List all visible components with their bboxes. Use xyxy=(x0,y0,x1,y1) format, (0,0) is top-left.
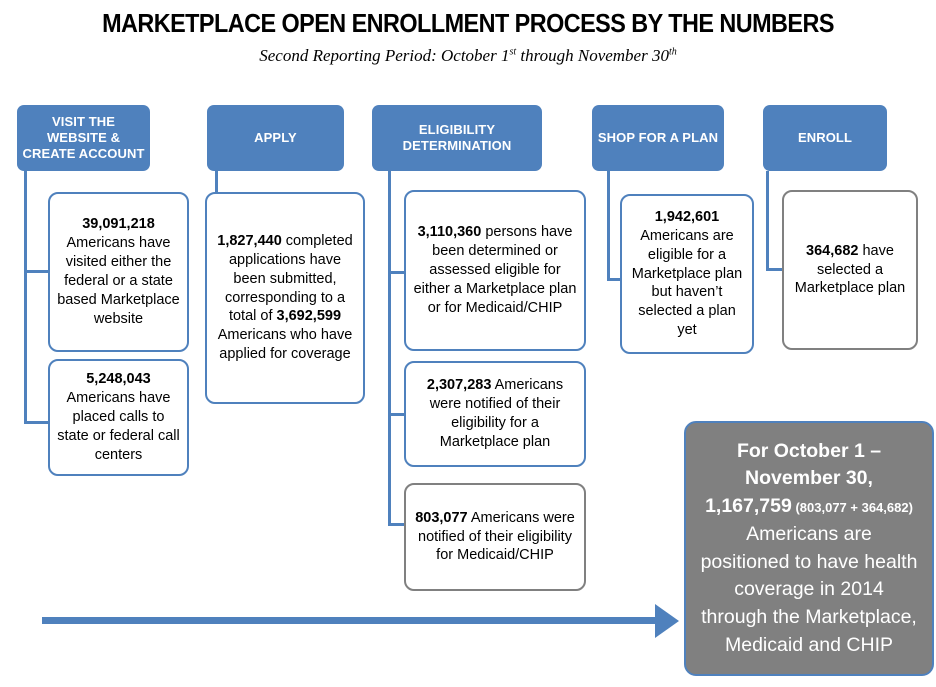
card-placed-calls-number: 5,248,043 xyxy=(86,371,151,388)
connector-enroll-branch xyxy=(766,268,788,271)
summary-lead: For October 1 – November 30, 1,167,759 xyxy=(705,439,882,518)
card-determined-eligible[interactable]: 3,110,360 persons have been determined o… xyxy=(404,190,586,351)
connector-eligibility-branch-2 xyxy=(388,413,410,416)
connector-apply-vertical xyxy=(215,171,218,193)
summary-panel[interactable]: For October 1 – November 30, 1,167,759 (… xyxy=(684,421,934,676)
connector-eligibility-branch-1 xyxy=(388,271,410,274)
card-notified-medicaid-text: Americans were notified of their eligibi… xyxy=(418,509,575,564)
card-determined-eligible-text: persons have been determined or assessed… xyxy=(413,224,577,316)
card-visited-website-text: Americans have visited either the federa… xyxy=(57,235,180,327)
card-selected-plan[interactable]: 364,682 have selected a Marketplace plan xyxy=(782,190,918,350)
connector-visit-vertical xyxy=(24,171,27,424)
stage-header-enroll[interactable]: ENROLL xyxy=(763,105,887,171)
card-selected-plan-text: have selected a Marketplace plan xyxy=(794,242,906,297)
connector-visit-branch-2 xyxy=(24,421,50,424)
connector-visit-branch-1 xyxy=(24,270,50,273)
card-notified-medicaid[interactable]: 803,077 Americans were notified of their… xyxy=(404,483,586,591)
stage-header-apply[interactable]: APPLY xyxy=(207,105,344,171)
card-eligible-not-selected[interactable]: 1,942,601 Americans are eligible for a M… xyxy=(620,194,754,354)
connector-enroll-vertical xyxy=(766,171,769,271)
card-placed-calls[interactable]: 5,248,043 Americans have placed calls to… xyxy=(48,359,189,476)
subtitle-ordinal-first: st xyxy=(509,46,517,58)
card-applications-number-secondary: 3,692,599 xyxy=(276,308,342,325)
subtitle-pre: Second Reporting Period: October 1 xyxy=(259,46,510,65)
subtitle-mid: through November 30 xyxy=(516,46,669,65)
stage-label-apply: APPLY xyxy=(254,130,297,146)
connector-eligibility-vertical xyxy=(388,171,391,526)
summary-parenthetical: (803,077 + 364,682) xyxy=(791,500,913,516)
summary-rest: Americans are positioned to have health … xyxy=(700,522,918,656)
card-eligible-not-selected-text: Americans are eligible for a Marketplace… xyxy=(631,227,743,339)
card-applications-text-b: Americans who have applied for coverage xyxy=(217,327,353,363)
page-title: MARKETPLACE OPEN ENROLLMENT PROCESS BY T… xyxy=(102,8,834,38)
card-notified-medicaid-number: 803,077 xyxy=(415,509,468,526)
card-notified-marketplace-text: Americans were notified of their eligibi… xyxy=(429,377,564,450)
card-visited-website[interactable]: 39,091,218 Americans have visited either… xyxy=(48,192,189,352)
card-eligible-not-selected-number: 1,942,601 xyxy=(654,209,720,226)
card-visited-website-number: 39,091,218 xyxy=(82,216,155,233)
connector-shop-branch xyxy=(607,278,627,281)
stage-label-shop: SHOP FOR A PLAN xyxy=(597,130,719,146)
connector-shop-vertical xyxy=(607,171,610,281)
page-subtitle: Second Reporting Period: October 1st thr… xyxy=(0,46,936,66)
card-notified-marketplace[interactable]: 2,307,283 Americans were notified of the… xyxy=(404,361,586,467)
stage-header-shop[interactable]: SHOP FOR A PLAN xyxy=(592,105,724,171)
card-determined-eligible-number: 3,110,360 xyxy=(417,224,482,241)
card-selected-plan-number: 364,682 xyxy=(806,242,859,259)
card-applications[interactable]: 1,827,440 completed applications have be… xyxy=(205,192,365,404)
card-notified-marketplace-number: 2,307,283 xyxy=(426,377,492,394)
process-flow-arrow-shaft xyxy=(42,617,657,624)
subtitle-ordinal-second: th xyxy=(668,46,677,58)
card-applications-number: 1,827,440 xyxy=(217,233,282,250)
card-placed-calls-text: Americans have placed calls to state or … xyxy=(57,390,180,463)
process-flow-arrow-head xyxy=(655,604,679,638)
stage-label-enroll: ENROLL xyxy=(797,130,853,146)
card-applications-text-a: completed applications have been submitt… xyxy=(224,233,353,325)
connector-eligibility-branch-3 xyxy=(388,523,410,526)
